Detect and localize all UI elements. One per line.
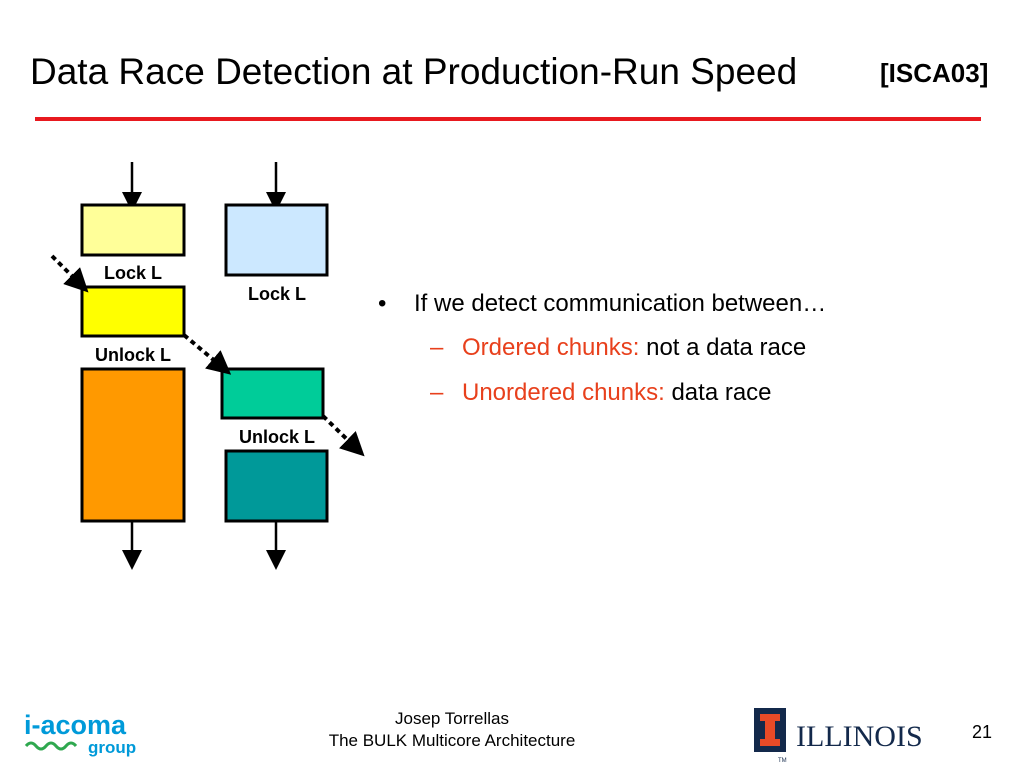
i-acoma-logo-sub: group (88, 738, 136, 757)
ordered-chunks-label: Ordered chunks: (462, 334, 640, 361)
footer-talk-title: The BULK Multicore Architecture (328, 731, 576, 750)
reference-tag: [ISCA03] (880, 58, 989, 88)
bullet-main-text: If we detect communication between… (414, 290, 827, 317)
incoming-dotted-arrow (50, 254, 89, 293)
unlock-label-right: Unlock L (239, 427, 315, 447)
ordered-chunks-text: not a data race (646, 334, 807, 361)
left-chunk-1 (80, 203, 186, 257)
slide-title: Data Race Detection at Production-Run Sp… (30, 51, 798, 92)
block-i-inner (760, 714, 780, 746)
footer-author-block: Josep Torrellas The BULK Multicore Archi… (0, 708, 904, 752)
sub-bullet-ordered: – Ordered chunks: not a data race (378, 334, 826, 379)
sub-bullet-dash: – (430, 379, 444, 406)
unlock-to-lock-dotted-arrow (182, 333, 232, 375)
right-chunk-1 (224, 203, 329, 277)
lock-label-right: Lock L (248, 284, 306, 304)
wave-icon (24, 741, 78, 751)
right-chunk-2 (220, 367, 325, 420)
unordered-chunks-label: Unordered chunks: (462, 379, 665, 406)
illinois-tm: TM (778, 758, 787, 764)
unlock-label-left: Unlock L (95, 345, 171, 365)
left-chunk-3 (80, 367, 186, 523)
sub-bullet-dash: – (430, 334, 444, 361)
bullet-main: • If we detect communication between… (378, 290, 826, 326)
illinois-wordmark: ILLINOIS (796, 720, 923, 753)
page-number: 21 (972, 722, 993, 742)
left-chunk-2 (80, 285, 186, 338)
unordered-chunks-text: data race (671, 379, 772, 406)
right-chunk-3 (224, 449, 329, 523)
footer-author: Josep Torrellas (394, 709, 510, 728)
bullet-list: • If we detect communication between… – … (378, 290, 826, 424)
i-acoma-logo-main: i-acoma (24, 710, 127, 740)
sub-bullet-unordered: – Unordered chunks: data race (378, 379, 826, 424)
title-underline (35, 117, 981, 121)
illinois-logo: TM ILLINOIS (752, 706, 952, 771)
outgoing-dotted-arrow (321, 414, 365, 457)
bullet-dot: • (378, 290, 387, 317)
i-acoma-logo: i-acoma group (24, 708, 154, 763)
lock-label-left: Lock L (104, 263, 162, 283)
